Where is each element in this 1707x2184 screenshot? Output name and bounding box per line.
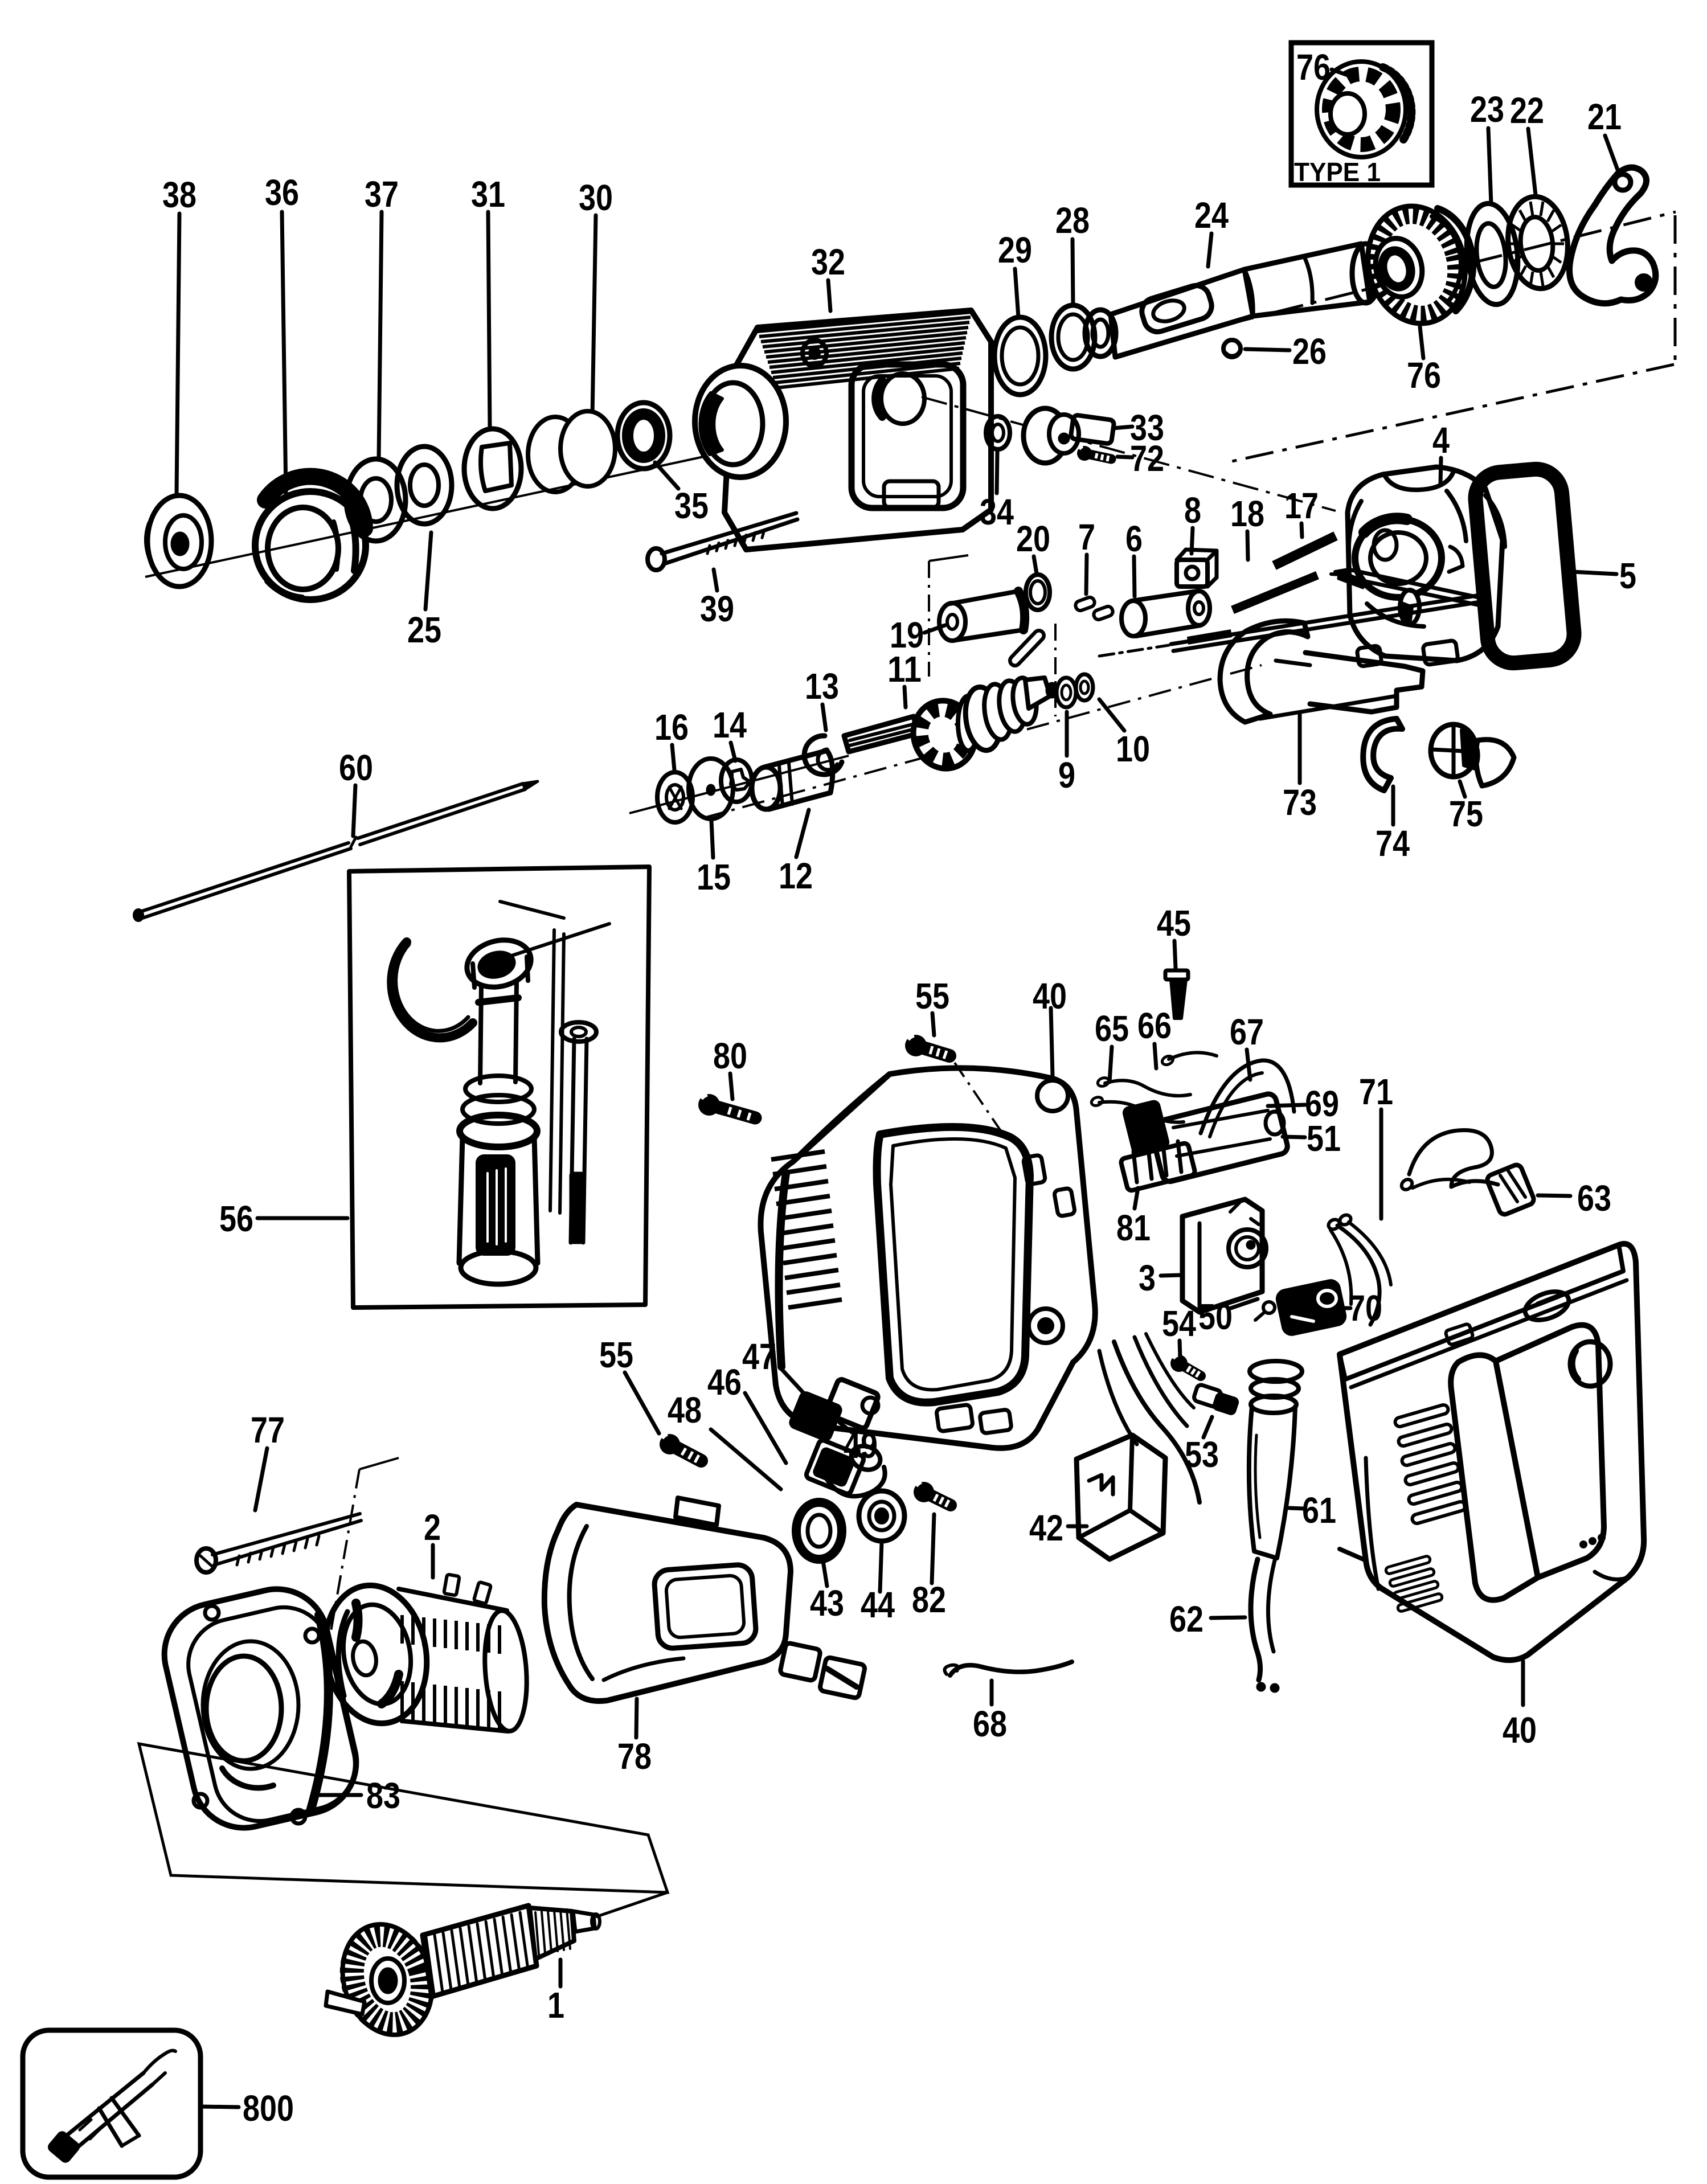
svg-text:11: 11 — [887, 649, 922, 690]
svg-text:5: 5 — [1619, 555, 1636, 596]
svg-text:30: 30 — [579, 177, 613, 218]
svg-text:48: 48 — [668, 1390, 702, 1431]
svg-text:76: 76 — [1407, 355, 1441, 396]
svg-text:10: 10 — [1116, 728, 1150, 769]
svg-text:38: 38 — [162, 174, 197, 215]
svg-text:7: 7 — [1078, 517, 1095, 558]
svg-text:75: 75 — [1449, 793, 1483, 834]
svg-text:55: 55 — [915, 976, 949, 1017]
svg-text:80: 80 — [713, 1035, 747, 1076]
svg-text:14: 14 — [713, 704, 747, 745]
svg-text:20: 20 — [1016, 518, 1050, 559]
svg-text:4: 4 — [1432, 420, 1450, 461]
svg-text:16: 16 — [654, 707, 689, 748]
svg-text:42: 42 — [1029, 1507, 1063, 1548]
svg-text:12: 12 — [779, 855, 813, 896]
svg-text:60: 60 — [339, 747, 373, 788]
svg-text:24: 24 — [1194, 195, 1229, 236]
svg-text:26: 26 — [1292, 331, 1327, 372]
svg-text:81: 81 — [1116, 1207, 1151, 1248]
svg-text:56: 56 — [219, 1198, 253, 1239]
svg-text:36: 36 — [265, 172, 299, 213]
svg-text:67: 67 — [1230, 1011, 1264, 1052]
svg-text:25: 25 — [407, 609, 441, 650]
svg-text:9: 9 — [1058, 755, 1075, 796]
svg-text:15: 15 — [697, 857, 731, 898]
svg-text:18: 18 — [1230, 493, 1264, 534]
svg-text:29: 29 — [998, 230, 1032, 271]
svg-text:68: 68 — [973, 1703, 1007, 1744]
svg-text:78: 78 — [617, 1736, 652, 1777]
svg-text:46: 46 — [707, 1362, 742, 1403]
svg-text:32: 32 — [811, 241, 845, 282]
svg-text:83: 83 — [366, 1775, 400, 1816]
svg-text:62: 62 — [1169, 1599, 1204, 1640]
svg-text:77: 77 — [251, 1409, 285, 1450]
svg-text:3: 3 — [1139, 1257, 1156, 1298]
svg-text:43: 43 — [810, 1583, 844, 1624]
svg-text:55: 55 — [599, 1334, 633, 1375]
svg-text:21: 21 — [1587, 96, 1622, 137]
svg-text:35: 35 — [674, 485, 709, 526]
svg-text:61: 61 — [1302, 1490, 1336, 1531]
svg-text:65: 65 — [1095, 1008, 1129, 1049]
svg-text:73: 73 — [1283, 782, 1317, 823]
svg-text:54: 54 — [1162, 1303, 1196, 1344]
svg-text:22: 22 — [1510, 90, 1544, 131]
svg-text:39: 39 — [700, 588, 734, 629]
svg-text:13: 13 — [805, 666, 839, 707]
svg-text:33: 33 — [1130, 407, 1164, 448]
svg-text:82: 82 — [912, 1579, 946, 1620]
svg-text:44: 44 — [861, 1584, 895, 1625]
svg-text:71: 71 — [1359, 1071, 1393, 1112]
svg-text:23: 23 — [1470, 89, 1504, 130]
svg-text:66: 66 — [1137, 1005, 1172, 1046]
svg-text:28: 28 — [1055, 200, 1090, 241]
svg-text:40: 40 — [1503, 1710, 1537, 1751]
svg-text:2: 2 — [424, 1507, 441, 1548]
svg-text:45: 45 — [1157, 903, 1191, 944]
svg-text:19: 19 — [890, 614, 924, 655]
svg-text:TYPE 1: TYPE 1 — [1294, 157, 1381, 187]
svg-text:800: 800 — [243, 2088, 294, 2129]
svg-text:6: 6 — [1125, 518, 1143, 559]
svg-text:74: 74 — [1376, 823, 1410, 864]
svg-text:51: 51 — [1307, 1118, 1341, 1159]
svg-text:1: 1 — [547, 1985, 564, 2026]
svg-text:31: 31 — [471, 174, 505, 215]
svg-text:8: 8 — [1184, 490, 1201, 531]
svg-text:63: 63 — [1577, 1178, 1611, 1219]
svg-text:37: 37 — [365, 174, 399, 215]
svg-text:69: 69 — [1305, 1083, 1339, 1124]
